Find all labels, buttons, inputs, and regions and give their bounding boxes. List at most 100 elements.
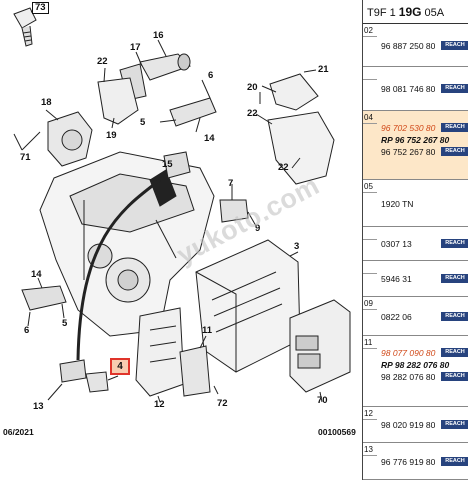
sensor-part-4	[85, 371, 109, 393]
sensor-part-13	[59, 359, 87, 383]
callout-11[interactable]: 11	[202, 325, 213, 336]
part-number-row[interactable]: RP 98 282 076 80	[377, 360, 468, 370]
callout-16[interactable]: 16	[153, 30, 164, 41]
callout-5b[interactable]: 5	[62, 318, 68, 329]
part-number-row[interactable]: 1920 TN	[377, 199, 468, 209]
part-number-row[interactable]: 98 282 076 80 REACH	[377, 372, 468, 382]
part-number: 98 077 090 80	[381, 348, 436, 358]
index-divider	[363, 123, 377, 124]
callout-5[interactable]: 5	[140, 117, 146, 128]
part-number-row[interactable]: 0307 13 REACH	[377, 239, 468, 249]
callout-7[interactable]: 7	[228, 178, 234, 189]
reach-badge: REACH	[441, 84, 468, 93]
reach-badge: REACH	[441, 274, 468, 283]
callout-70[interactable]: 70	[317, 395, 328, 406]
part-number: 96 887 250 80	[381, 41, 436, 51]
part-number: 0307 13	[381, 239, 412, 249]
reach-badge: REACH	[441, 372, 468, 381]
callout-21[interactable]: 21	[318, 64, 329, 75]
part-number: 1920 TN	[381, 199, 414, 209]
callout-72[interactable]: 72	[217, 398, 228, 409]
parts-group[interactable]: 02 96 887 250 80 REACH	[363, 24, 468, 67]
group-index: 02	[364, 26, 373, 35]
reach-badge: REACH	[441, 147, 468, 156]
callout-20[interactable]: 20	[247, 82, 258, 93]
callout-4-highlighted[interactable]: 4	[110, 358, 130, 375]
callout-22b[interactable]: 22	[247, 108, 258, 119]
connector-part-14	[21, 285, 67, 311]
callout-9[interactable]: 9	[255, 223, 261, 234]
group-index: 05	[364, 182, 373, 191]
bracket-part-19	[97, 77, 139, 125]
header-bold: 19G	[398, 5, 422, 19]
callout-17[interactable]: 17	[130, 42, 141, 53]
part-number: 96 752 267 80	[381, 147, 436, 157]
part-number: 96 702 530 80	[381, 123, 436, 133]
callout-22c[interactable]: 22	[278, 162, 289, 173]
callout-14[interactable]: 14	[204, 133, 215, 144]
reach-badge: REACH	[441, 239, 468, 248]
index-divider	[363, 239, 377, 240]
injector-part-14	[169, 97, 217, 127]
part-number-row[interactable]: 96 887 250 80 REACH	[377, 41, 468, 51]
callout-19[interactable]: 19	[106, 130, 117, 141]
parts-group[interactable]: 5946 31 REACH	[363, 261, 468, 297]
part-number-row[interactable]: 96 752 267 80 REACH	[377, 147, 468, 157]
reach-badge: REACH	[441, 420, 468, 429]
part-number: 5946 31	[381, 274, 412, 284]
part-number: 96 776 919 80	[381, 457, 436, 467]
index-divider	[363, 309, 377, 310]
parts-group[interactable]: 05 1920 TN	[363, 180, 468, 227]
callout-13[interactable]: 13	[33, 401, 44, 412]
index-divider	[363, 455, 377, 456]
sensor-part-7	[219, 199, 249, 223]
callout-22[interactable]: 22	[97, 56, 108, 67]
parts-group[interactable]: 0307 13 REACH	[363, 227, 468, 261]
group-index: 12	[364, 409, 373, 418]
part-number-row[interactable]: 98 081 746 80 REACH	[377, 84, 468, 94]
exploded-parts-diagram: 73 16 17 22 6 18 20 21 19 5 14 22 71 22 …	[3, 2, 356, 437]
header-suffix: 05A	[421, 7, 445, 19]
part-number: 0822 06	[381, 312, 412, 322]
reach-badge: REACH	[441, 41, 468, 50]
index-divider	[363, 36, 377, 37]
part-number-row[interactable]: 96 776 919 80 REACH	[377, 457, 468, 467]
reach-badge: REACH	[441, 457, 468, 466]
parts-group[interactable]: 04 96 702 530 80 REACH RP 96 752 267 80 96 7…	[363, 111, 468, 180]
callout-73[interactable]: 73	[32, 2, 49, 14]
diagram-drawing	[13, 7, 351, 403]
callout-12[interactable]: 12	[154, 399, 165, 410]
callout-15[interactable]: 15	[162, 159, 173, 170]
group-index: 04	[364, 113, 373, 122]
ecu-part-70	[289, 299, 351, 393]
callout-6[interactable]: 6	[208, 70, 214, 81]
part-number-row[interactable]: RP 96 752 267 80	[377, 135, 468, 145]
part-number: RP 96 752 267 80	[381, 135, 450, 145]
index-divider	[363, 79, 377, 80]
relay-part-11	[179, 345, 211, 397]
callout-18[interactable]: 18	[41, 97, 52, 108]
reach-badge: REACH	[441, 123, 468, 132]
part-number-row[interactable]: 5946 31 REACH	[377, 274, 468, 284]
parts-group[interactable]: 98 081 746 80 REACH	[363, 67, 468, 111]
index-divider	[363, 273, 377, 274]
callout-71[interactable]: 71	[20, 152, 31, 163]
bracket-part-22	[267, 111, 335, 185]
part-number: 98 081 746 80	[381, 84, 436, 94]
callout-14b[interactable]: 14	[31, 269, 42, 280]
part-number-row[interactable]: 96 702 530 80 REACH	[377, 123, 468, 133]
callout-6b[interactable]: 6	[24, 325, 30, 336]
callout-3[interactable]: 3	[294, 241, 300, 252]
group-index: 11	[364, 338, 373, 347]
index-divider	[363, 348, 377, 349]
heat-shield-part-12	[135, 307, 185, 397]
part-number: 98 282 076 80	[381, 372, 436, 382]
